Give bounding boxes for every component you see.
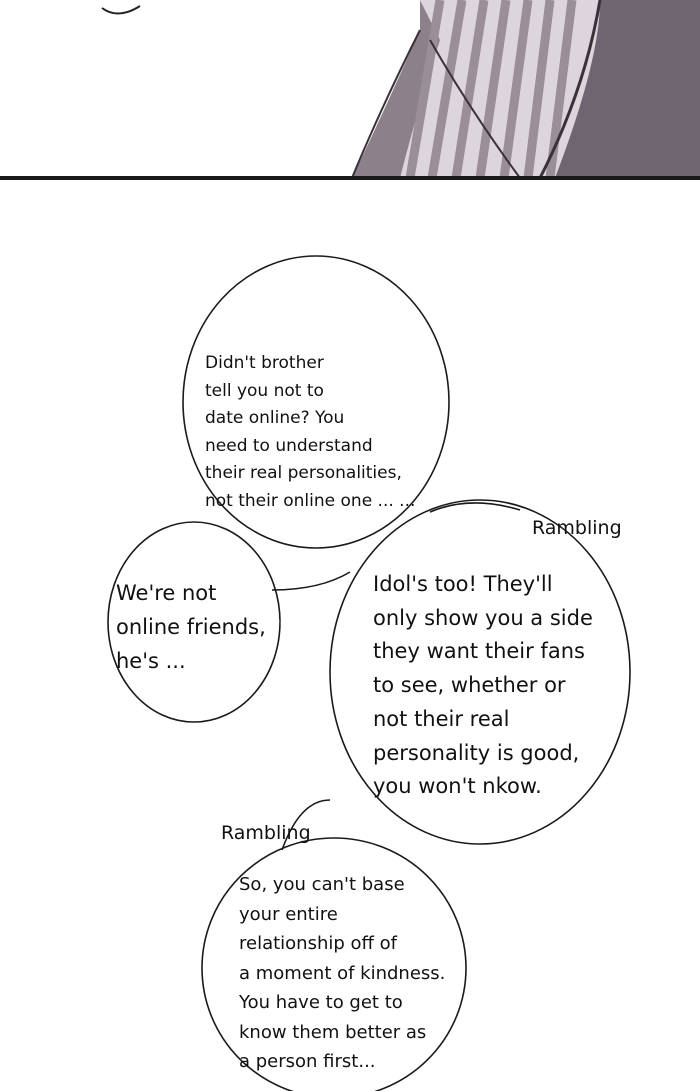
speech-bubble-4 [201,837,467,1091]
bubble-4-line: You have to get to [239,992,403,1013]
bubble-2-line: online friends, [116,615,266,639]
bubble-3-line: to see, whether or [373,673,566,698]
bubble-4-line: a moment of kindness. [239,962,446,984]
bubble-4-text: So, you can't base your entire relations… [239,870,445,1077]
bubble-4-line: So, you can't base [239,874,405,895]
bubble-3-line: you won't nkow. [373,774,542,799]
sfx-rambling-1: Rambling [532,517,622,539]
sfx-rambling-2: Rambling [221,822,311,844]
bubble-3-line: not their real [373,706,510,731]
top-manga-panel [0,0,700,182]
bubble-4-line: know them better as [239,1021,427,1043]
bubble-1-line: tell you not to [205,380,324,401]
bubble-2-line: he's ... [116,649,186,673]
bubble-3-line: personality is good, [373,740,580,765]
bubble-1-line: Didn't brother [205,353,324,373]
bubble-1-line: not their online one ... ... [205,490,416,511]
speech-bubble-3 [329,499,631,845]
bubble-3-line: Idol's too! They'll [373,572,553,596]
bubble-1-line: need to understand [205,435,373,456]
bubble-4-line: relationship off of [239,933,398,954]
bubble-1-line: their real personalities, [205,463,402,483]
speech-bubble-1 [182,255,450,549]
bubble-3-line: only show you a side [373,605,593,630]
bubble-2-line: We're not [116,581,217,605]
bubble-4-line: a person first... [239,1051,376,1072]
bubble-3-line: they want their fans [373,639,585,664]
striped-shirt-figure-icon [0,0,700,182]
bubble-4-line: your entire [239,903,338,925]
bubble-3-text: Idol's too! They'll only show you a side… [373,568,593,804]
bubble-1-line: date online? You [205,408,345,428]
bubble-2-text: We're not online friends, he's ... [116,576,266,678]
bubble-1-text: Didn't brother tell you not to date onli… [205,350,415,515]
